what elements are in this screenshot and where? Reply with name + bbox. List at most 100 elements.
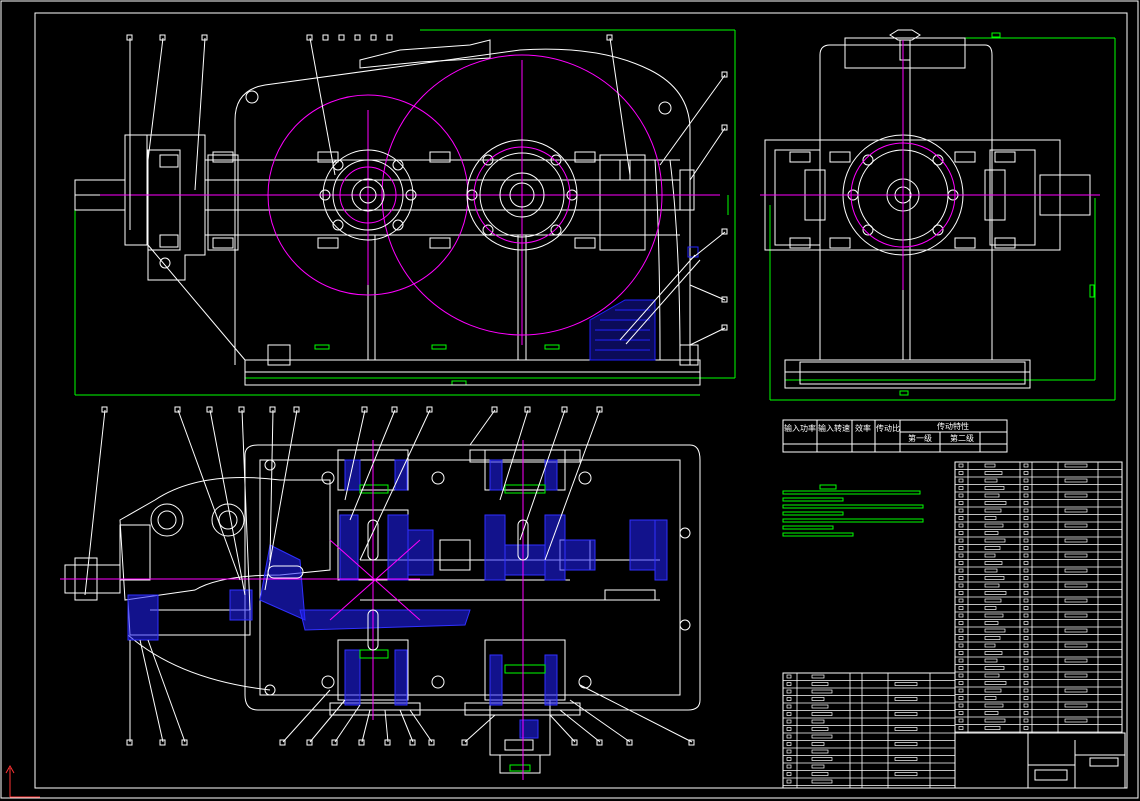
- front-leader-lines: [129, 37, 726, 346]
- gear-pitch-circles: [100, 54, 720, 345]
- performance-table-col-stage-1: 第一级: [908, 433, 932, 443]
- parts-list-cell-text: [1064, 478, 1088, 483]
- part-number-balloon: [721, 296, 728, 303]
- shaft-keyways: [267, 519, 529, 651]
- parts-list-cell-number: [958, 651, 964, 655]
- parts-list-cell-qty: [1023, 643, 1029, 648]
- front-view: [74, 29, 736, 396]
- parts-list-cell-text: [984, 531, 999, 535]
- parts-list-cell-number: [958, 726, 964, 730]
- part-number-balloon: [306, 739, 313, 746]
- title-block: [954, 732, 1126, 789]
- parts-list-cell-text: [1064, 688, 1088, 693]
- performance-table-col-efficiency: 效率: [855, 423, 871, 433]
- parts-list-cell-text: [984, 636, 1001, 640]
- lower-parts-list-cell-number: [786, 734, 792, 739]
- part-number-balloon: [491, 406, 498, 413]
- parts-list-cell-qty: [1023, 576, 1029, 580]
- front-housing-outline: [74, 39, 701, 386]
- part-number-balloon: [279, 739, 286, 746]
- parts-list-cell-text: [1064, 583, 1088, 588]
- parts-list-cell-text: [1064, 553, 1088, 558]
- parts-list-cell-text: [984, 606, 997, 610]
- lower-parts-list-cell-number: [786, 704, 792, 709]
- part-number-balloon: [596, 406, 603, 413]
- parts-list-cell-text: [984, 711, 999, 715]
- parts-list-cell-qty: [1023, 538, 1029, 543]
- parts-list-cell-text: [984, 726, 1001, 730]
- lower-parts-list-cell-number: [786, 779, 792, 784]
- parts-list-cell-number: [958, 561, 964, 565]
- parts-list-cell-qty: [1023, 561, 1029, 565]
- performance-table-col-ratio: 传动比: [876, 423, 900, 433]
- part-number-balloon: [409, 739, 416, 746]
- lower-parts-list-cell-text: [894, 742, 918, 746]
- parts-list-cell-text: [1064, 568, 1088, 573]
- parts-list-cell-text: [1064, 598, 1088, 603]
- parts-list-cell-qty: [1023, 463, 1029, 468]
- parts-list-cell-text: [984, 613, 1004, 618]
- parts-list-cell-qty: [1023, 591, 1029, 595]
- lower-parts-list-cell-text: [811, 712, 833, 716]
- parts-list-cell-qty: [1023, 471, 1029, 475]
- part-number-balloon: [561, 406, 568, 413]
- part-number-balloon: [126, 34, 133, 41]
- part-number-balloon: [626, 739, 633, 746]
- lower-parts-list-cell-number: [786, 674, 792, 679]
- parts-list-cell-number: [958, 696, 964, 700]
- lower-parts-list-cell-number: [786, 742, 792, 746]
- parts-list-cell-number: [958, 546, 964, 550]
- lower-parts-list-cell-text: [811, 757, 833, 761]
- parts-list-cell-qty: [1023, 696, 1029, 700]
- part-number-balloon: [571, 739, 578, 746]
- lower-parts-list-cell-text: [811, 779, 833, 784]
- parts-list-cell-qty: [1023, 478, 1029, 483]
- parts-list-cell-number: [958, 673, 964, 678]
- parts-list-cell-text: [984, 651, 1003, 655]
- performance-table-col-input-speed: 输入转速: [818, 423, 850, 433]
- parts-list-cell-number: [958, 568, 964, 573]
- top-section-view: [60, 409, 701, 780]
- lower-parts-list-cell-text: [894, 757, 918, 761]
- part-number-balloon: [370, 34, 377, 41]
- parts-list-cell-text: [984, 493, 1000, 498]
- parts-list-cell-qty: [1023, 486, 1029, 490]
- top-center-lines: [60, 440, 524, 780]
- parts-list-cell-qty: [1023, 493, 1029, 498]
- parts-list-cell-text: [984, 621, 999, 625]
- parts-list-cell-qty: [1023, 613, 1029, 618]
- parts-list-cell-number: [958, 508, 964, 513]
- lower-parts-list-cell-text: [811, 697, 825, 701]
- parts-list-cell-qty: [1023, 651, 1029, 655]
- parts-list-cell-qty: [1023, 553, 1029, 558]
- parts-list-cell-text: [984, 538, 1006, 543]
- parts-list-cell-qty: [1023, 628, 1029, 633]
- part-number-balloon: [331, 739, 338, 746]
- parts-list-cell-text: [984, 478, 998, 483]
- part-number-balloon: [126, 739, 133, 746]
- lower-parts-list-cell-text: [811, 704, 829, 709]
- parts-list-cell-text: [1064, 673, 1088, 678]
- part-number-balloon: [386, 34, 393, 41]
- part-number-balloon: [524, 406, 531, 413]
- lower-parts-list-cell-text: [811, 674, 825, 679]
- parts-list-cell-text: [984, 703, 1004, 708]
- parts-list-cell-text: [984, 628, 1006, 633]
- side-center-lines: [760, 40, 1100, 290]
- parts-list-cell-number: [958, 703, 964, 708]
- parts-list-cell-text: [984, 681, 1007, 685]
- part-number-balloon: [238, 406, 245, 413]
- parts-list-cell-qty: [1023, 711, 1029, 715]
- part-number-balloon: [391, 406, 398, 413]
- part-number-balloon: [721, 324, 728, 331]
- lower-parts-list-cell-text: [894, 772, 918, 776]
- part-number-balloons: [101, 34, 728, 746]
- lower-parts-list-cell-text: [894, 682, 918, 686]
- parts-list-cell-text: [1064, 703, 1088, 708]
- parts-list-cell-number: [958, 666, 964, 670]
- parts-list-cell-number: [958, 628, 964, 633]
- parts-list-cell-text: [1064, 463, 1088, 468]
- parts-list-cell-qty: [1023, 568, 1029, 573]
